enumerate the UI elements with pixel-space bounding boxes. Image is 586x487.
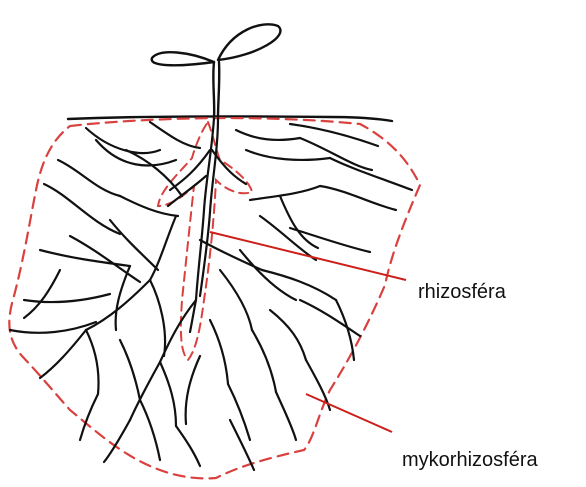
mycorrhizosphere-label: mykorhizosféra [402, 450, 538, 470]
rhizosphere-leader-line [210, 232, 406, 280]
stem [213, 62, 214, 118]
seedling-shoot [152, 24, 281, 118]
stem-right-edge [218, 62, 219, 118]
rhizosphere-label: rhizosféra [418, 282, 506, 302]
left-cotyledon [152, 52, 214, 65]
right-cotyledon [218, 24, 280, 60]
soil-surface-line [68, 116, 392, 121]
mycorrhizosphere-leader-line [306, 394, 392, 432]
root-system [10, 118, 412, 470]
